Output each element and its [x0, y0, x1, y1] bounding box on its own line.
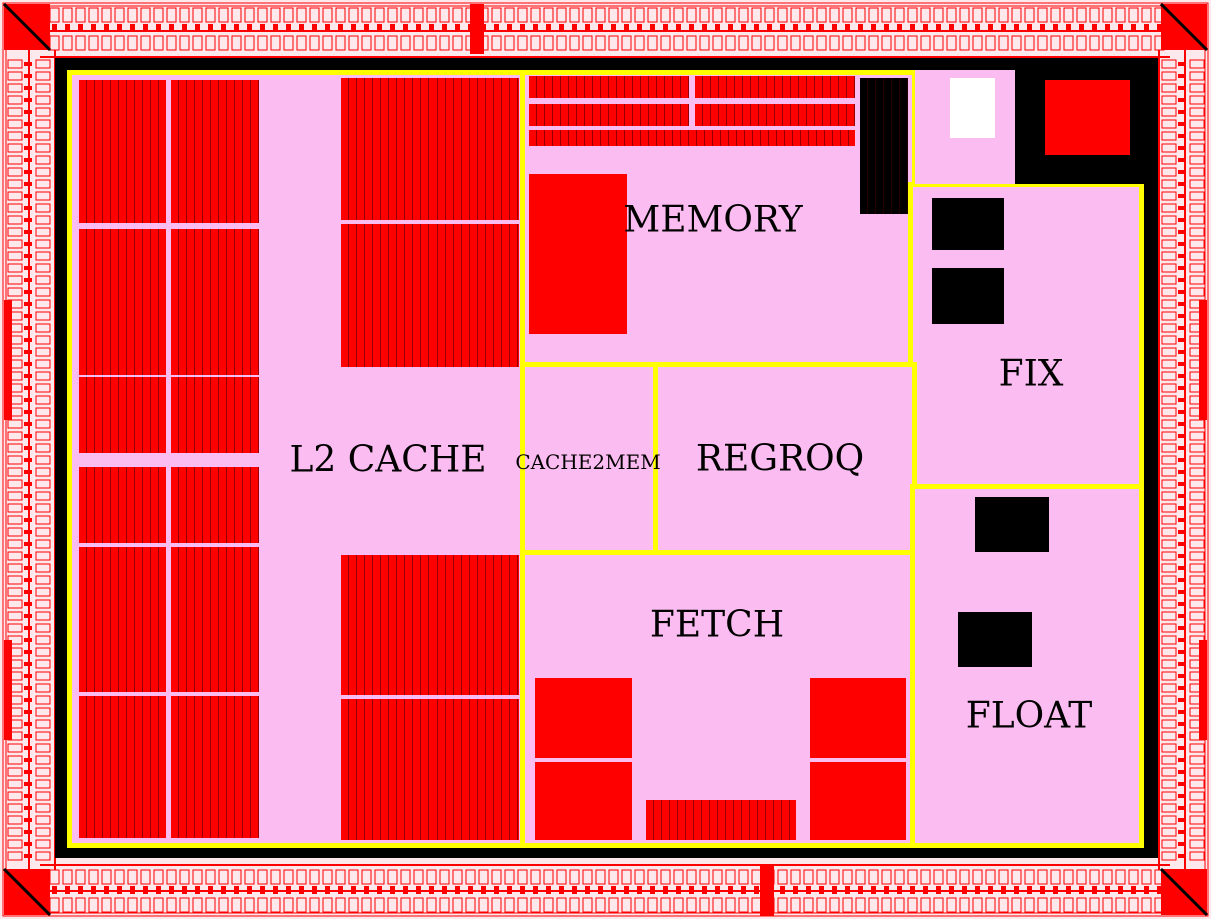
- fetch-sram-4: [810, 762, 906, 840]
- memory-sram-row-4: [695, 104, 855, 126]
- memory-sram-block-1: [529, 174, 627, 254]
- l2-sram-macro-c3: [341, 699, 430, 840]
- l2-sram-macro-b4: [171, 547, 259, 692]
- l2-sram-macro-c1: [341, 224, 430, 367]
- l2-sram-macro-b0: [171, 80, 259, 223]
- fetch-sram-2: [535, 762, 632, 840]
- fetch-label: FETCH: [649, 604, 785, 646]
- cache2mem-label: CACHE2MEM: [515, 450, 661, 474]
- top-right-small-macro: [950, 78, 995, 138]
- fix-label: FIX: [998, 353, 1064, 395]
- memory-label: MEMORY: [623, 199, 803, 241]
- l2-sram-macro-a3: [79, 467, 166, 543]
- l2-cache-label: L2 CACHE: [289, 439, 487, 481]
- l2-sram-macro-b2: [171, 377, 259, 453]
- fetch-sram-3: [810, 678, 906, 758]
- memory-sram-row-5: [529, 130, 855, 146]
- memory-sram-row-3: [529, 104, 689, 126]
- l2-sram-macro-d0: [430, 78, 519, 220]
- fetch-sram-5: [646, 800, 796, 840]
- l2-sram-macro-a4: [79, 547, 166, 692]
- l2-sram-macro-b5: [171, 696, 259, 838]
- l2-sram-macro-d3: [430, 699, 519, 840]
- float-macro-1: [975, 497, 1049, 552]
- float-macro-2: [958, 612, 1032, 667]
- l2-sram-macro-a5: [79, 696, 166, 838]
- regroq-block: [653, 362, 917, 557]
- regroq-label: REGROQ: [695, 438, 865, 480]
- fix-macro-2: [932, 268, 1004, 324]
- l2-sram-macro-d2: [430, 555, 519, 695]
- l2-sram-macro-a0: [79, 80, 166, 223]
- float-label: FLOAT: [965, 695, 1093, 737]
- l2-sram-macro-d1: [430, 224, 519, 367]
- l2-sram-macro-a2: [79, 377, 166, 453]
- memory-sram-row-2: [695, 76, 855, 98]
- memory-black-macro: [860, 78, 908, 214]
- memory-sram-row-1: [529, 76, 689, 98]
- top-right-detail-macro: [1045, 80, 1130, 155]
- cache2mem-block: [520, 362, 660, 557]
- l2-sram-macro-c2: [341, 555, 430, 695]
- l2-sram-macro-c0: [341, 78, 430, 220]
- l2-sram-macro-b1: [171, 229, 259, 375]
- memory-sram-block-2: [529, 254, 627, 334]
- l2-sram-macro-b3: [171, 467, 259, 543]
- fix-block: [908, 182, 1144, 492]
- fix-macro-1: [932, 198, 1004, 250]
- fetch-sram-1: [535, 678, 632, 758]
- l2-sram-macro-a1: [79, 229, 166, 375]
